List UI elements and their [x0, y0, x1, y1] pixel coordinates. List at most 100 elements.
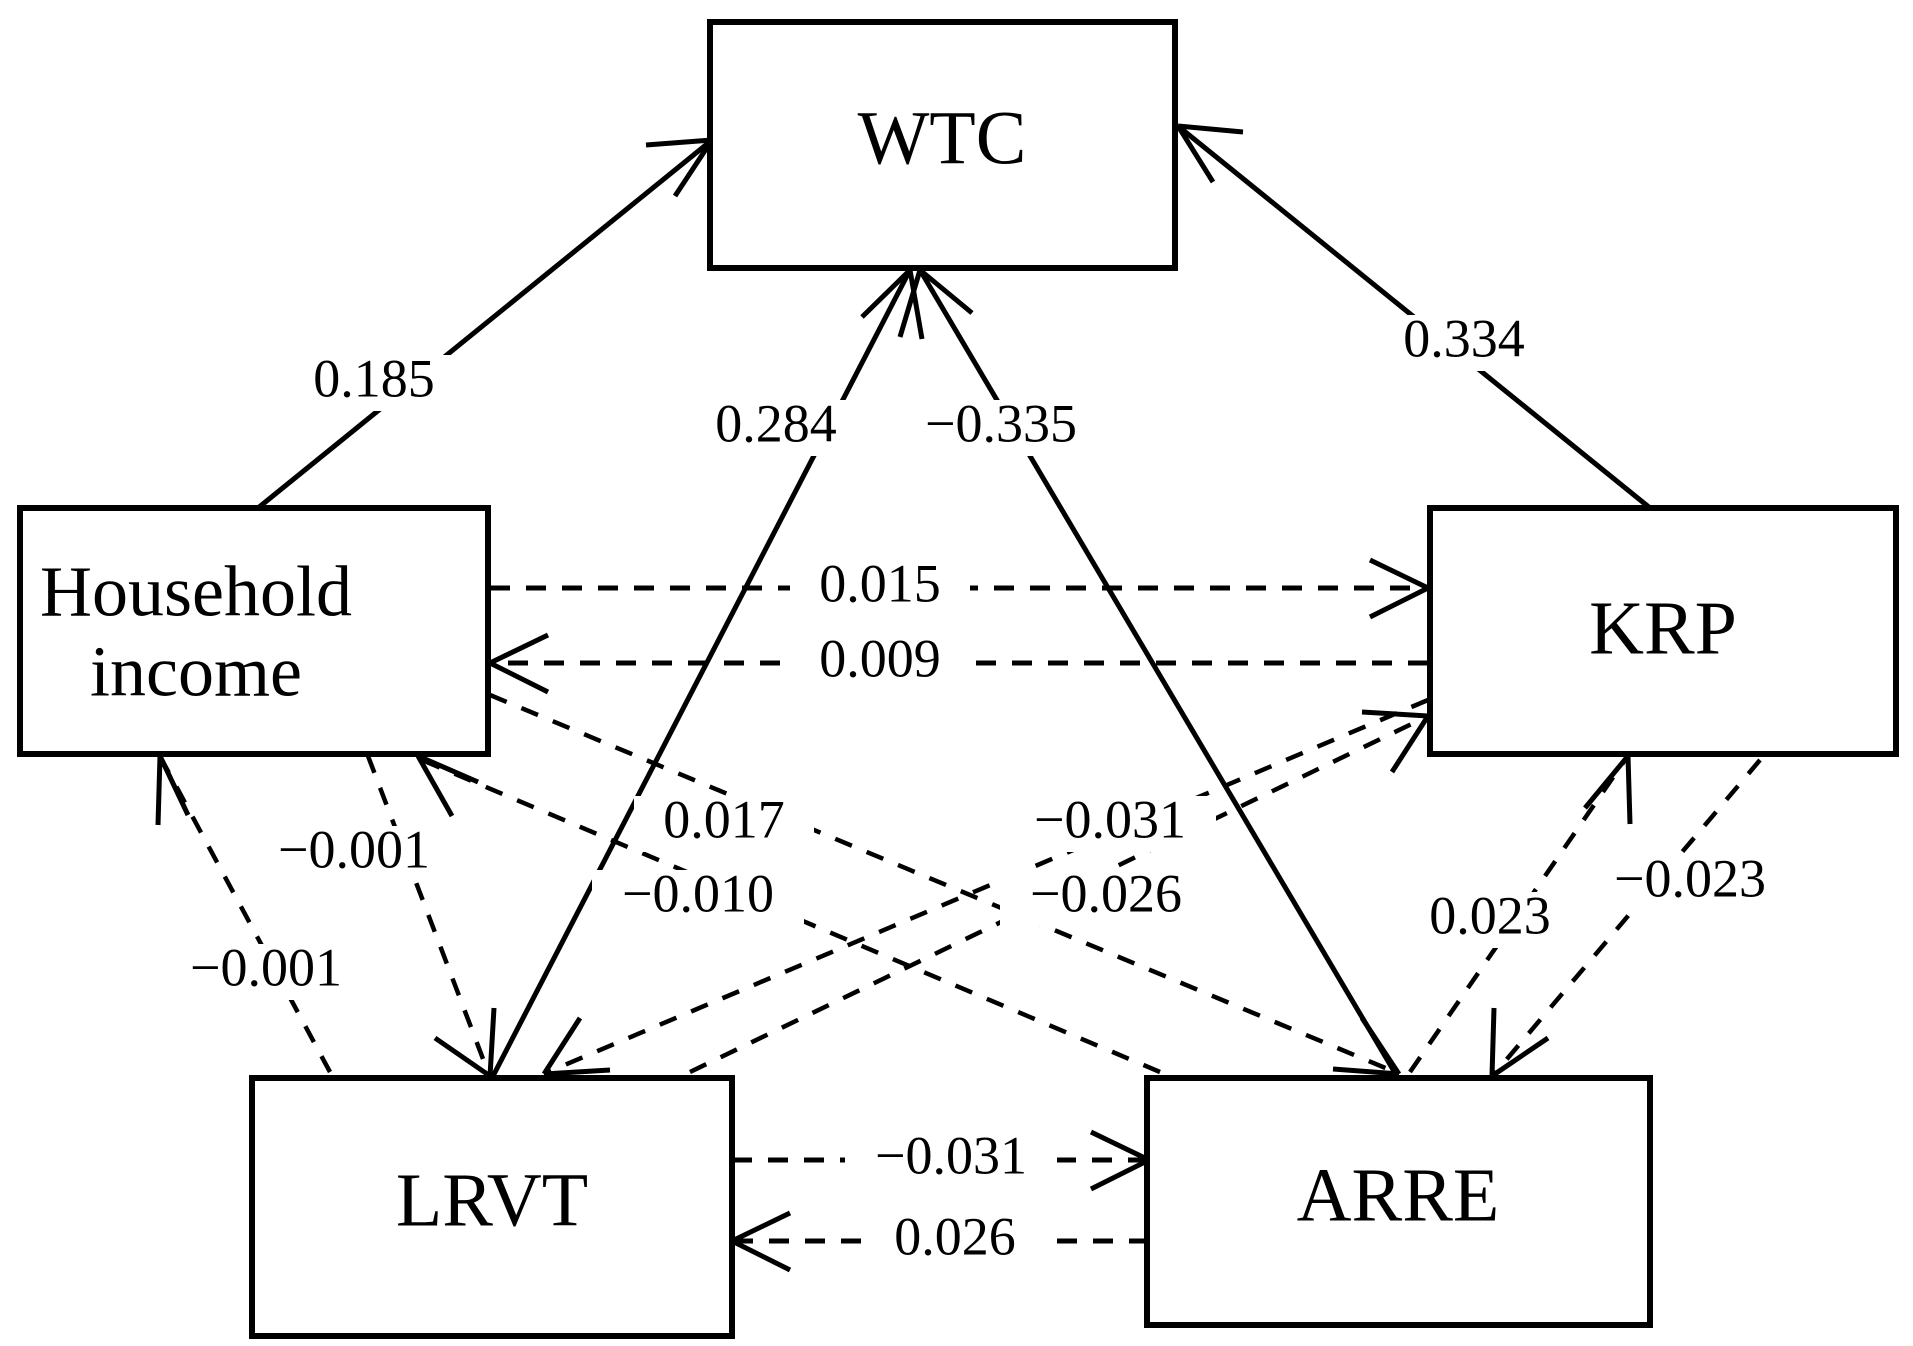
edge-lrvt-to-krp: [689, 709, 1431, 1075]
label-backdrop: [1400, 892, 1580, 948]
coef-value: −0.031: [1034, 789, 1186, 849]
coef-value: 0.185: [313, 348, 435, 408]
coef-value: 0.026: [894, 1206, 1016, 1266]
label-backdrop: [634, 796, 814, 852]
arrowhead-icon: [1368, 557, 1430, 620]
node-wtc[interactable]: WTC: [707, 19, 1178, 271]
node-household-income[interactable]: Household income: [17, 505, 491, 757]
label-backdrop: [1378, 315, 1550, 371]
label-backdrop: [288, 355, 460, 411]
coef-value: −0.026: [1030, 863, 1182, 923]
node-box-outline: [707, 19, 1178, 271]
arrowhead-icon: [433, 1007, 497, 1079]
arrowhead-icon: [1361, 709, 1431, 774]
label-backdrop: [160, 944, 372, 1000]
edge-household-income-to-wtc: [256, 137, 715, 510]
edge-arre-to-lrvt: [730, 1210, 1149, 1273]
label-backdrop: [690, 400, 862, 456]
coef-value: −0.335: [925, 393, 1077, 453]
coef-krp-to-household-income: 0.009: [790, 628, 970, 691]
node-label-wtc: WTC: [858, 96, 1027, 180]
coef-value: −0.023: [1614, 848, 1766, 908]
edge-household-income-to-krp: [490, 557, 1430, 620]
edge-krp-to-household-income: [488, 632, 1428, 695]
node-label-income: income: [90, 632, 302, 712]
node-label-lrvt: LRVT: [396, 1158, 588, 1242]
edge-line: [256, 138, 714, 510]
label-backdrop: [1584, 855, 1796, 911]
arrowhead-icon: [1089, 1129, 1151, 1192]
arrowhead-icon: [415, 753, 479, 818]
edge-line: [917, 268, 1401, 1080]
node-krp[interactable]: KRP: [1427, 505, 1899, 757]
node-box-outline: [1144, 1075, 1653, 1328]
coef-lrvt-to-wtc: 0.284: [690, 393, 862, 456]
label-backdrop: [845, 1132, 1057, 1188]
label-backdrop: [592, 870, 804, 926]
edge-lrvt-to-arre: [732, 1129, 1151, 1192]
edge-line: [160, 758, 332, 1074]
coef-arre-to-lrvt: 0.026: [865, 1206, 1045, 1269]
coef-household-income-to-arre: 0.017: [634, 789, 814, 852]
label-backdrop: [1004, 796, 1216, 852]
edge-krp-to-arre: [1489, 758, 1762, 1079]
arrowhead-icon: [1332, 1016, 1402, 1077]
label-backdrop: [248, 826, 460, 882]
arrowhead-icon: [860, 268, 925, 340]
coef-household-income-to-krp: 0.015: [790, 553, 970, 616]
label-backdrop: [1000, 870, 1212, 926]
arrowhead-icon: [488, 632, 550, 695]
coef-arre-to-household-income: −0.001: [160, 937, 372, 1000]
coef-arre-to-wtc: −0.335: [898, 393, 1104, 456]
coef-value: 0.009: [819, 628, 941, 688]
label-backdrop: [865, 1213, 1045, 1269]
edge-lrvt-to-household-income: [155, 754, 332, 1074]
edge-line: [489, 692, 1396, 1075]
node-label-arre: ARRE: [1297, 1153, 1500, 1237]
node-label-household: Household: [40, 552, 352, 632]
edge-line: [547, 697, 1429, 1075]
label-backdrop: [790, 560, 970, 616]
coef-value: −0.001: [278, 819, 430, 879]
node-box-outline: [17, 505, 491, 757]
edge-krp-to-lrvt: [541, 697, 1429, 1077]
node-box-outline: [1427, 505, 1899, 757]
coef-household-income-to-wtc: 0.185: [288, 348, 460, 411]
edge-line: [1408, 758, 1627, 1074]
coef-household-income-to-lrvt: −0.010: [592, 863, 804, 926]
coef-value: −0.001: [190, 937, 342, 997]
coef-krp-to-wtc: 0.334: [1378, 308, 1550, 371]
coef-lrvt-to-arre: −0.031: [845, 1125, 1057, 1188]
arrowhead-icon: [897, 268, 974, 338]
coef-value: 0.284: [715, 393, 837, 453]
coef-value: −0.031: [875, 1125, 1027, 1185]
coef-value: 0.023: [1429, 885, 1551, 945]
coef-lrvt-to-krp: −0.026: [1000, 863, 1212, 926]
edge-arre-to-krp: [1408, 754, 1633, 1074]
node-label-krp: KRP: [1589, 586, 1737, 670]
coef-krp-to-lrvt: −0.031: [1004, 789, 1216, 852]
node-arre[interactable]: ARRE: [1144, 1075, 1653, 1328]
edge-line: [1494, 758, 1762, 1074]
coef-krp-to-arre: −0.023: [1584, 848, 1796, 911]
coef-arre-to-krp: 0.023: [1400, 885, 1580, 948]
edge-household-income-to-lrvt: [365, 755, 497, 1079]
arrowhead-icon: [1175, 123, 1244, 184]
coef-value: 0.015: [819, 553, 941, 613]
node-lrvt[interactable]: LRVT: [249, 1075, 735, 1339]
arrowhead-icon: [1583, 754, 1633, 825]
edge-arre-to-household-income: [415, 753, 1161, 1075]
coef-value: −0.010: [622, 863, 774, 923]
arrowhead-icon: [645, 137, 715, 198]
coef-value: 0.017: [663, 789, 785, 849]
label-backdrop: [790, 635, 970, 691]
edge-line: [365, 755, 491, 1073]
label-backdrop: [898, 400, 1104, 456]
arrowhead-icon: [155, 754, 191, 826]
arrowhead-icon: [730, 1210, 792, 1273]
node-box-outline: [249, 1075, 735, 1339]
arrowhead-icon: [541, 1016, 611, 1077]
coef-value: 0.334: [1403, 308, 1525, 368]
edge-arre-to-wtc: [897, 268, 1401, 1080]
